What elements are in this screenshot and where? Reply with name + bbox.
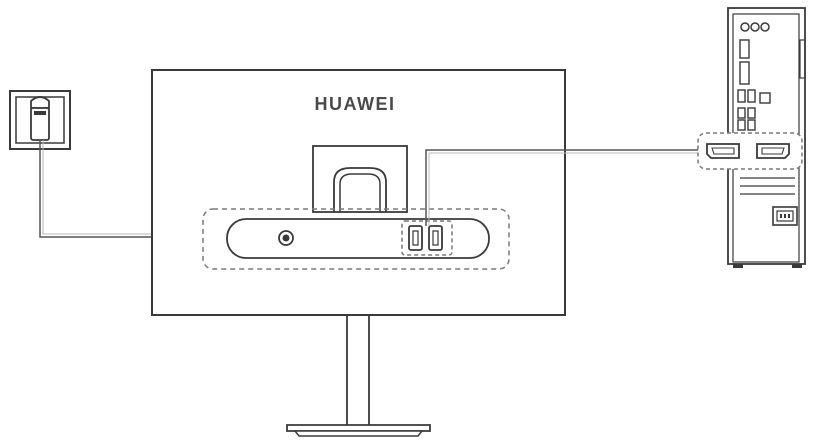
hdmi-port-icon [756, 143, 790, 159]
monitor-stand-mount [312, 145, 408, 213]
hdmi-port-icon [428, 225, 443, 251]
ac-power-inlet-icon [772, 206, 798, 226]
hdmi-port-icon [706, 143, 740, 159]
monitor-stand-base [286, 424, 431, 432]
pc-ports-highlight [697, 132, 803, 170]
hdmi-cable [425, 149, 698, 226]
monitor-hdmi-highlight [401, 220, 453, 256]
monitor-connector-panel [226, 218, 490, 259]
dc-power-port-icon [278, 230, 294, 246]
brand-label: HUAWEI [315, 94, 396, 114]
monitor-ports-highlight [202, 208, 510, 270]
monitor: HUAWEI [151, 69, 566, 437]
hdmi-port-icon [408, 225, 423, 251]
